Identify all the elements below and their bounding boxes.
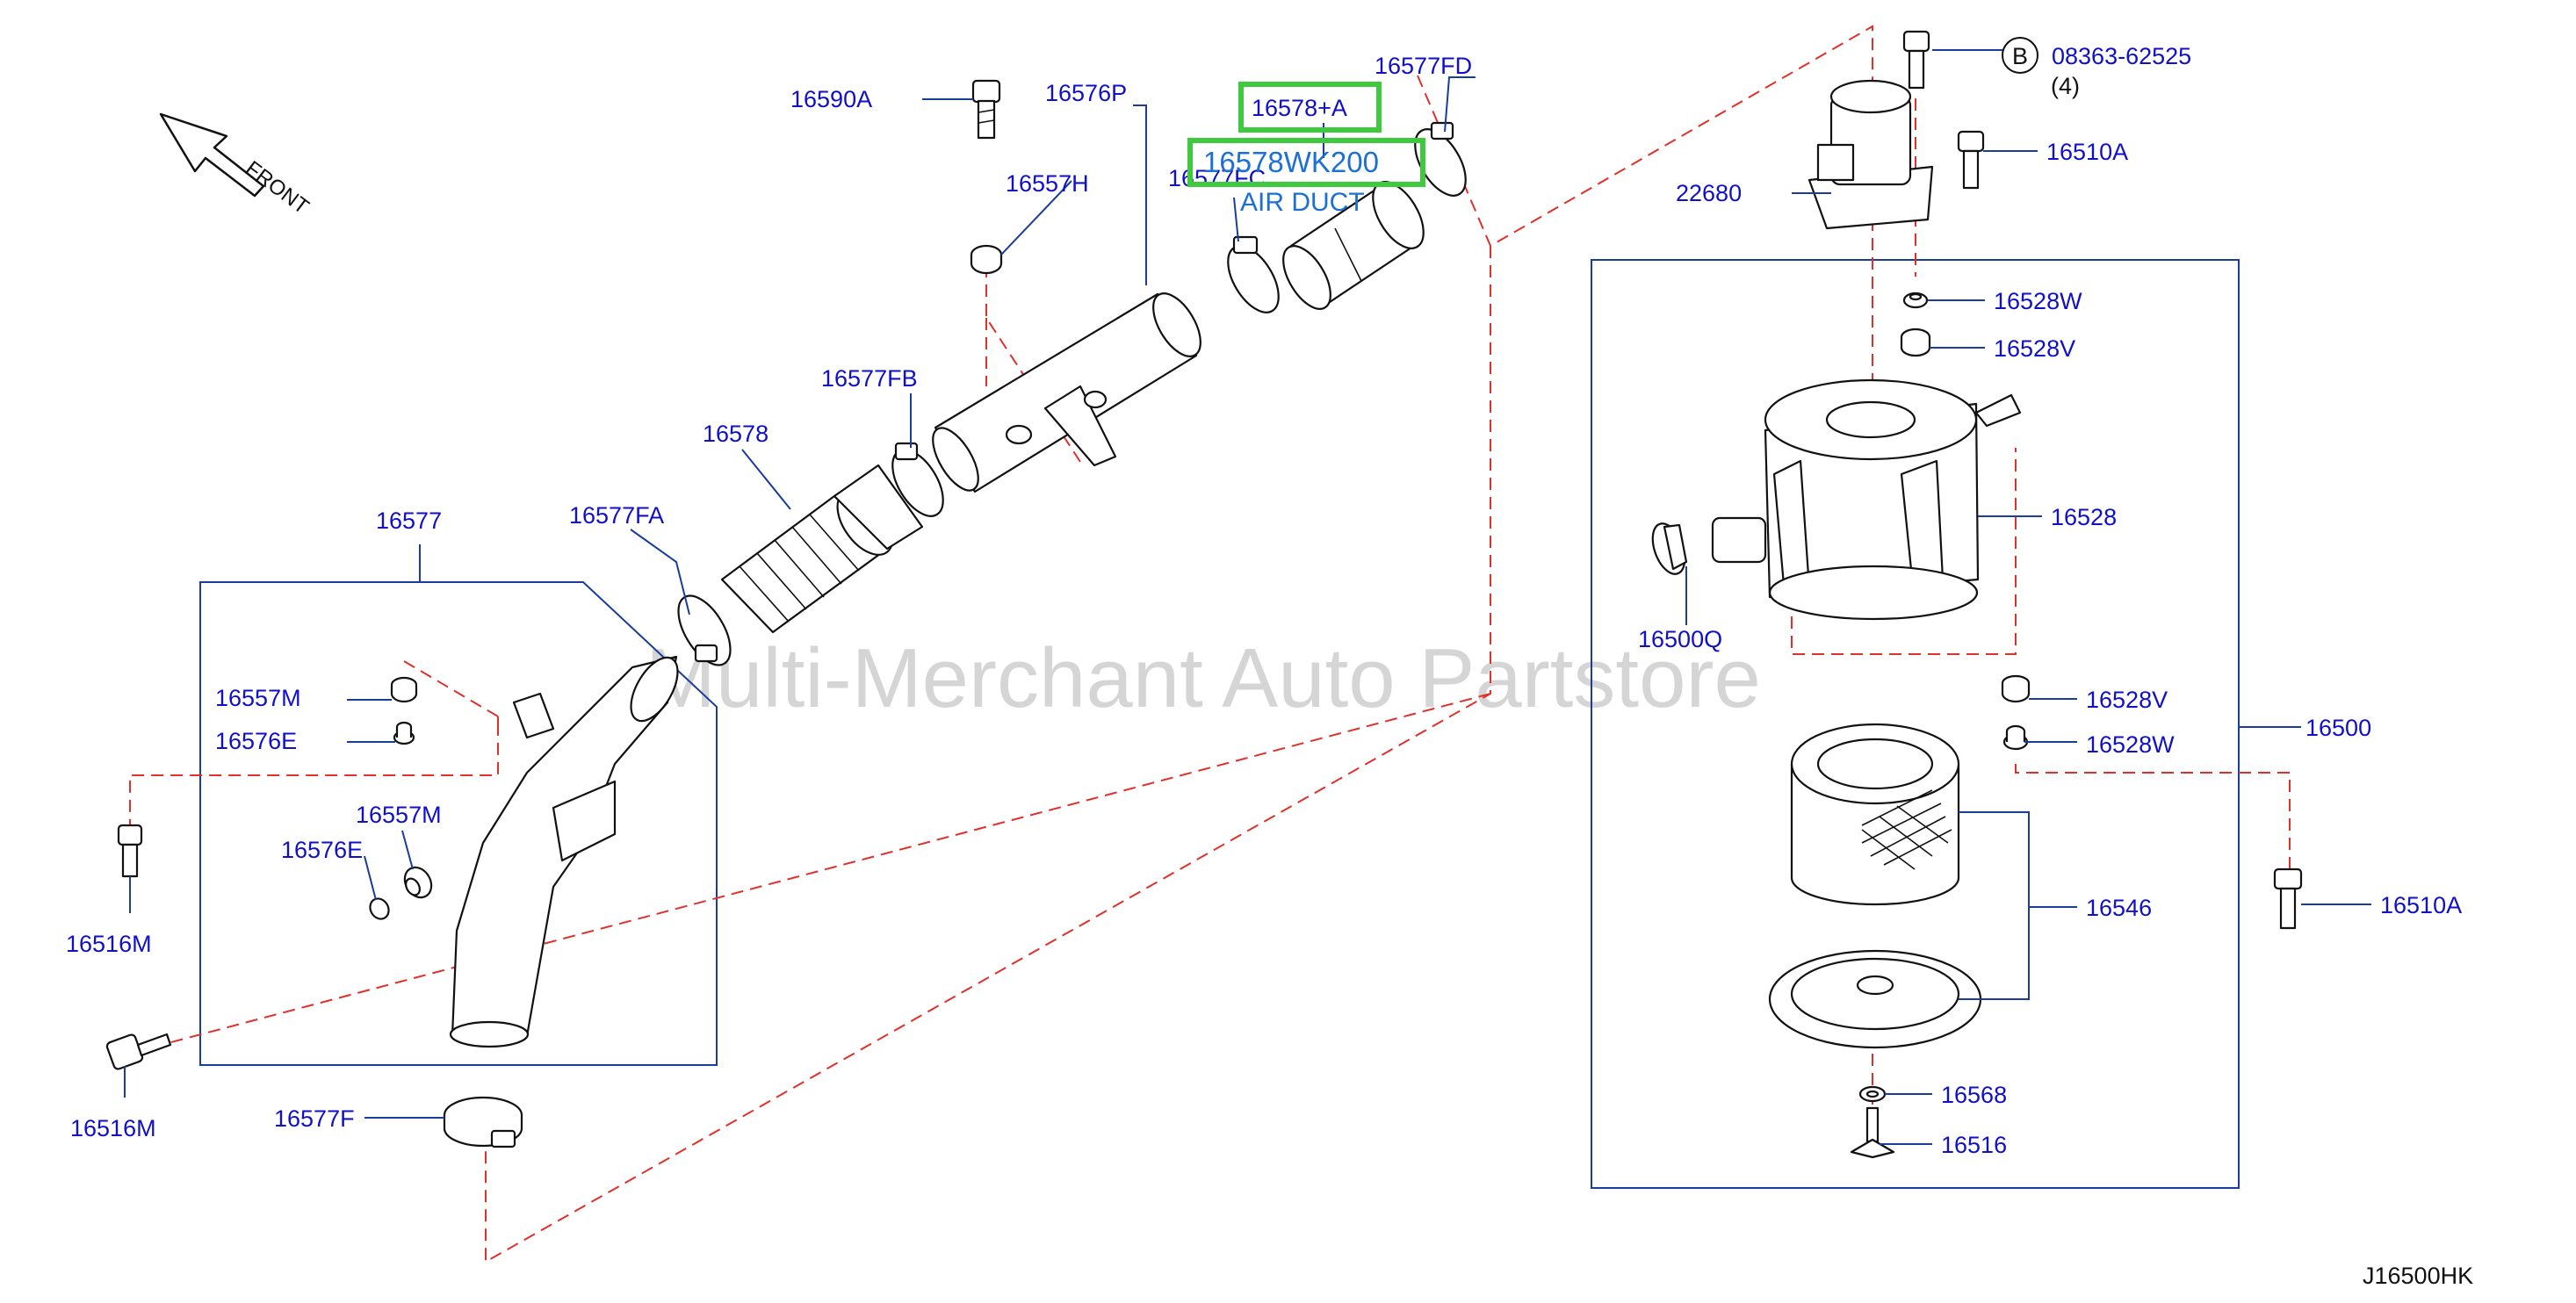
label-16577[interactable]: 16577 — [376, 508, 442, 534]
circle-b-letter: B — [2012, 43, 2028, 69]
front-label: FRONT — [241, 156, 314, 220]
bolt-16516M-a-icon — [117, 824, 143, 878]
label-16568[interactable]: 16568 — [1941, 1082, 2007, 1108]
label-16577FA[interactable]: 16577FA — [569, 502, 664, 529]
bolt-16510A-b-icon — [2273, 867, 2303, 930]
diagram-code: J16500HK — [2363, 1263, 2473, 1289]
label-16516M-a[interactable]: 16516M — [66, 931, 152, 957]
label-16576E-a[interactable]: 16576E — [215, 728, 297, 754]
label-16500Q[interactable]: 16500Q — [1638, 626, 1722, 652]
label-16576E-b[interactable]: 16576E — [281, 837, 363, 863]
air-duct-16578A-icon — [1282, 181, 1425, 310]
collar-16576E-b-icon — [369, 897, 390, 920]
air-tube-16576P-icon — [932, 292, 1201, 493]
watermark-text: Multi-Merchant Auto Partstore — [646, 631, 1761, 725]
grommet-16557M-b-icon — [403, 866, 433, 899]
clamp-16577FD-icon — [1414, 121, 1467, 197]
washer-16528W-b-icon — [2002, 724, 2029, 751]
bolt-16590A-icon — [971, 79, 1001, 140]
label-16528[interactable]: 16528 — [2051, 504, 2117, 530]
bolt-16516M-b-icon — [105, 1033, 172, 1070]
bellows-duct-16578-icon — [720, 464, 924, 634]
label-16557M-a[interactable]: 16557M — [215, 685, 301, 711]
assembly-box-16577 — [199, 581, 718, 1066]
label-16576P[interactable]: 16576P — [1045, 80, 1127, 106]
label-16516[interactable]: 16516 — [1941, 1132, 2007, 1158]
clamp-16577FA-icon — [677, 594, 732, 666]
label-22680[interactable]: 22680 — [1676, 180, 1742, 206]
clamp-16577FC-icon — [1227, 235, 1280, 313]
highlight-box-part-number — [1187, 138, 1425, 187]
wing-nut-16516-icon — [1850, 1106, 1895, 1159]
bolt-08363-icon — [1902, 30, 1930, 90]
cap-16500Q-icon — [1651, 522, 1688, 575]
label-16577F[interactable]: 16577F — [274, 1105, 355, 1132]
label-16557M-b[interactable]: 16557M — [356, 802, 442, 828]
label-16577FB[interactable]: 16577FB — [821, 365, 918, 392]
collar-16576E-a-icon — [393, 721, 415, 745]
label-quantity-4: (4) — [2051, 73, 2080, 99]
label-16510A-b[interactable]: 16510A — [2380, 892, 2462, 918]
grommet-16557H-icon — [970, 244, 1003, 275]
clamp-16577F-icon — [443, 1096, 523, 1148]
label-16578[interactable]: 16578 — [703, 421, 768, 447]
label-16528W-a[interactable]: 16528W — [1994, 288, 2082, 314]
washer-16568-icon — [1858, 1085, 1887, 1103]
part-labels: 16590A 16576P 16577FD 16557H 16577FC 165… — [66, 43, 2462, 1158]
air-filter-element-16546-icon — [1790, 723, 1960, 906]
front-arrow-icon — [159, 112, 265, 198]
grommet-16528V-b-icon — [2001, 674, 2031, 703]
air-cleaner-upper-16528-icon — [1711, 378, 2022, 621]
label-08363-62525[interactable]: 08363-62525 — [2052, 43, 2191, 69]
label-16510A-a[interactable]: 16510A — [2046, 139, 2128, 165]
highlight-part-label[interactable]: 16578+A — [1252, 95, 1347, 121]
label-16557H[interactable]: 16557H — [1006, 170, 1089, 197]
label-16528V-a[interactable]: 16528V — [1994, 335, 2075, 362]
circle-b-icon — [2002, 37, 2038, 74]
label-16590A[interactable]: 16590A — [790, 86, 872, 112]
label-16528W-b[interactable]: 16528W — [2086, 731, 2175, 758]
label-16546[interactable]: 16546 — [2086, 895, 2152, 921]
mass-air-flow-sensor-22680-icon — [1808, 79, 1934, 230]
grommet-16557M-a-icon — [390, 676, 418, 703]
grommet-16528V-a-icon — [1900, 328, 1931, 357]
highlight-part-number[interactable]: 16578WK200 — [1203, 146, 1379, 178]
highlight-box-part-label — [1238, 82, 1382, 133]
label-16500[interactable]: 16500 — [2305, 715, 2371, 741]
leader-lines — [124, 49, 2371, 1145]
label-16577FD[interactable]: 16577FD — [1375, 53, 1472, 79]
label-16516M-b[interactable]: 16516M — [70, 1115, 156, 1141]
highlight-part-name: AIR DUCT — [1240, 188, 1365, 217]
bolt-16510A-a-icon — [1957, 130, 1985, 190]
washer-16528W-a-icon — [1902, 292, 1929, 309]
label-16528V-b[interactable]: 16528V — [2086, 687, 2168, 713]
air-cleaner-lower-16500-icon — [1768, 949, 1982, 1049]
intake-duct-16577-icon — [449, 655, 679, 1048]
highlight-callout: 16578+A 16578WK200 AIR DUCT — [1187, 82, 1425, 217]
